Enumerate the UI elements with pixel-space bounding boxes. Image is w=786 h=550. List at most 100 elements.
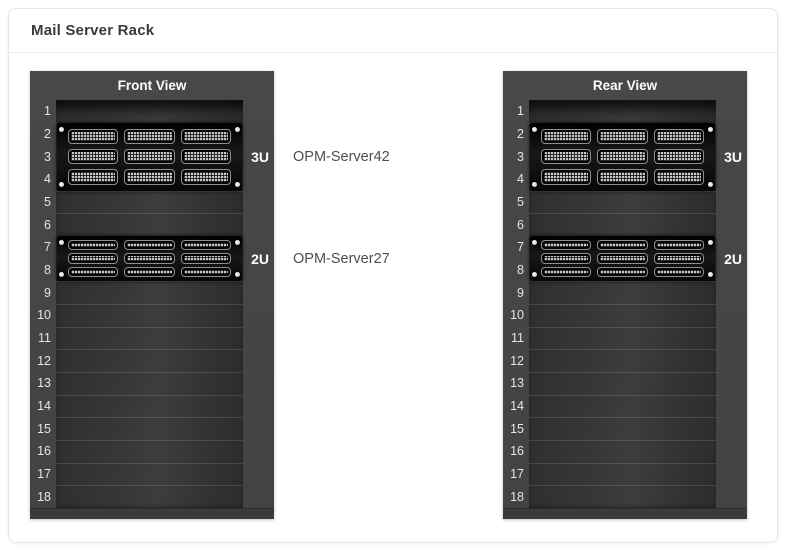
slot-stack: 3U 2U: [529, 100, 742, 509]
rack-device[interactable]: 3U: [57, 122, 269, 191]
rack-slot: [56, 304, 243, 327]
screw-icon: [59, 239, 64, 245]
rack-slot: [529, 372, 716, 395]
slot-number: 16: [37, 444, 51, 459]
vent-mesh: [127, 172, 172, 182]
slot-number: 12: [510, 353, 524, 368]
slot-number: 10: [37, 308, 51, 323]
card-header: Mail Server Rack: [9, 9, 777, 53]
rack-slot: [56, 326, 243, 350]
rack-slot: [529, 326, 716, 350]
screw-icon: [532, 181, 537, 187]
slot-number: 9: [517, 285, 524, 300]
rack-slot: [529, 394, 716, 418]
device-name-label: OPM-Server42: [293, 148, 390, 165]
vent-grille-icon: [653, 169, 704, 185]
vent-mesh: [183, 269, 228, 275]
vent-grille-icon: [124, 169, 175, 185]
vent-grille-icon: [180, 169, 231, 185]
vent-mesh: [600, 242, 645, 248]
vent-mesh: [600, 269, 645, 275]
vent-mesh: [600, 172, 645, 182]
vent-grille-icon: [68, 239, 119, 251]
rack-slot: [529, 190, 716, 214]
vent-mesh: [71, 172, 116, 182]
slot-number: 13: [510, 376, 524, 391]
rack-slot: [56, 372, 243, 395]
slot-number: 4: [44, 172, 51, 187]
rack-device[interactable]: 3U: [530, 122, 742, 191]
device-size-label: 3U: [724, 148, 742, 165]
rack-slot: [529, 349, 716, 373]
vent-grille-icon: [653, 128, 704, 144]
screw-icon: [708, 272, 713, 278]
rack-slot: [56, 213, 243, 237]
vent-mesh: [600, 256, 645, 261]
vent-grille-icon: [124, 148, 175, 165]
vent-mesh: [183, 242, 228, 248]
slot-number: 6: [44, 217, 51, 232]
rack-device[interactable]: 2U: [530, 235, 742, 282]
vent-grille-icon: [124, 128, 175, 144]
screw-icon: [59, 126, 64, 132]
vent-grille-icon: [180, 239, 231, 251]
slot-number: 2: [517, 127, 524, 141]
screw-icon: [708, 239, 713, 245]
rack-slot: [529, 485, 716, 509]
vent-grille-icon: [653, 253, 704, 264]
rack-slot: [529, 100, 716, 123]
rack-slot: [529, 440, 716, 463]
vent-grille-icon: [541, 253, 592, 264]
vent-grille-icon: [597, 239, 648, 251]
vent-mesh: [656, 256, 701, 261]
vent-mesh: [127, 242, 172, 248]
slot-number: 9: [44, 285, 51, 300]
vent-grille-grid: [57, 236, 242, 281]
vent-grille-icon: [541, 148, 592, 165]
slot-number: 5: [44, 195, 51, 210]
vent-mesh: [127, 151, 172, 162]
slot-number: 7: [517, 240, 524, 255]
slot-number: 12: [37, 353, 51, 368]
vent-grille-icon: [68, 253, 119, 264]
screw-icon: [708, 126, 713, 132]
rack-slot: [56, 440, 243, 463]
slot-number: 8: [517, 263, 524, 278]
slot-number: 15: [37, 421, 51, 436]
vent-grille-icon: [597, 169, 648, 185]
slot-stack: 3U 2U: [56, 100, 269, 509]
slot-number: 17: [510, 467, 524, 482]
slot-number: 10: [510, 308, 524, 323]
rack-slot: [56, 394, 243, 418]
slot-number: 3: [517, 149, 524, 164]
rack-slot: [56, 190, 243, 214]
vent-mesh: [71, 269, 116, 275]
slot-number: 13: [37, 376, 51, 391]
slot-number: 3: [44, 149, 51, 164]
device-size-label: 2U: [251, 250, 269, 267]
rack-slot: [529, 417, 716, 441]
vent-mesh: [656, 172, 701, 182]
rack-device[interactable]: 2U: [57, 235, 269, 282]
vent-grille-icon: [597, 128, 648, 144]
vent-mesh: [544, 151, 589, 162]
vent-mesh: [656, 269, 701, 275]
vent-mesh: [183, 172, 228, 182]
slot-number: 16: [510, 444, 524, 459]
slot-number: 7: [44, 240, 51, 255]
vent-mesh: [183, 131, 228, 141]
device-name-label: OPM-Server27: [293, 250, 390, 267]
vent-mesh: [71, 256, 116, 261]
vent-mesh: [183, 151, 228, 162]
vent-grille-icon: [180, 128, 231, 144]
vent-grille-grid: [530, 236, 715, 281]
vent-grille-icon: [124, 266, 175, 278]
vent-grille-icon: [68, 169, 119, 185]
rack-slot: [56, 485, 243, 509]
screw-icon: [532, 272, 537, 278]
vent-mesh: [127, 131, 172, 141]
